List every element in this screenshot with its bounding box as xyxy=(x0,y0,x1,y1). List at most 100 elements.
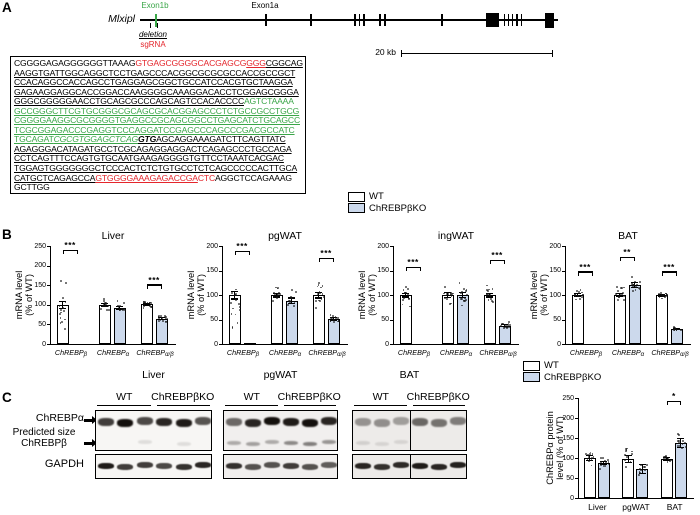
data-point xyxy=(633,284,636,287)
data-point xyxy=(581,294,584,296)
sequence-segment: TGGAGTGGGGGGGCTCCCACTCTCTGTGCCTCTCAGCCCC… xyxy=(14,163,298,174)
sequence-segment: CGGGGAGAGGGGGGTTAAAG xyxy=(14,58,136,68)
data-point xyxy=(591,453,594,455)
bar-ko xyxy=(670,329,683,344)
data-point xyxy=(61,297,64,300)
y-tick-label: 0 xyxy=(570,494,574,502)
data-point xyxy=(321,285,324,287)
data-point xyxy=(622,292,625,294)
y-tick xyxy=(574,418,578,420)
data-point xyxy=(163,314,166,317)
sig-stars: * xyxy=(671,391,676,402)
alpha-arrow-icon xyxy=(84,416,97,424)
data-point xyxy=(635,283,638,286)
error-bar xyxy=(603,460,605,465)
data-point xyxy=(464,298,467,301)
data-point xyxy=(234,293,236,296)
x-category-label: Liver xyxy=(588,502,607,512)
data-point xyxy=(446,293,449,296)
data-point xyxy=(578,291,581,293)
data-point xyxy=(157,319,160,322)
bar-ko xyxy=(674,443,687,498)
data-point xyxy=(660,291,663,294)
error-bar xyxy=(462,292,464,298)
data-point xyxy=(664,455,667,458)
sig-bracket xyxy=(661,271,663,276)
error-cap xyxy=(677,447,685,449)
sig-bracket xyxy=(146,284,162,286)
data-point xyxy=(63,309,66,312)
y-tick-label: 50 xyxy=(210,316,218,323)
y-tick xyxy=(574,398,578,400)
x-axis-line xyxy=(50,344,176,346)
y-axis-line xyxy=(578,398,580,499)
sig-bracket xyxy=(62,249,64,255)
data-point xyxy=(629,461,632,464)
blot-chrebp-alpha xyxy=(223,410,338,451)
bar-wt xyxy=(622,458,635,498)
error-cap xyxy=(315,297,323,299)
data-point xyxy=(121,308,123,311)
data-point xyxy=(574,295,577,298)
y-tick xyxy=(561,319,565,321)
data-point xyxy=(485,292,488,295)
data-point xyxy=(632,283,634,286)
ko-swatch-icon xyxy=(348,203,365,214)
error-bar xyxy=(276,292,278,298)
band-beta xyxy=(264,440,279,444)
sig-bracket xyxy=(160,284,162,289)
y-tick-label: 250 xyxy=(34,242,46,250)
data-point xyxy=(607,458,610,461)
data-point xyxy=(315,306,318,309)
band-beta xyxy=(176,442,191,446)
y-tick-label: 100 xyxy=(206,291,218,299)
sig-bracket xyxy=(577,271,579,276)
data-point xyxy=(445,297,448,300)
error-bar xyxy=(627,454,629,463)
data-point xyxy=(236,322,239,325)
bar-ko xyxy=(113,307,126,344)
data-point xyxy=(234,292,237,295)
sequence-line: GGGCGGGGGAACCTGCAGCGCCCAGCAGTCCACACCCCAG… xyxy=(14,96,302,107)
error-cap xyxy=(231,298,239,300)
tissue-title: BAT xyxy=(399,369,420,381)
sig-bracket xyxy=(577,271,593,273)
sig-bracket xyxy=(619,256,635,258)
band-beta xyxy=(355,441,370,445)
sequence-segment: TGCAGAT xyxy=(14,134,54,145)
data-point xyxy=(146,302,149,304)
data-point xyxy=(660,293,663,296)
data-point xyxy=(158,315,161,317)
y-axis-line xyxy=(393,246,395,345)
data-point xyxy=(330,317,332,319)
sig-bracket xyxy=(332,257,334,263)
data-point xyxy=(667,458,670,461)
y-tick-label: 200 xyxy=(562,414,574,422)
y-tick xyxy=(218,344,222,346)
chart-title: Liver xyxy=(101,230,125,242)
band-alpha xyxy=(97,418,114,426)
data-point xyxy=(290,298,293,301)
deletion-tick-right xyxy=(156,23,158,28)
data-point xyxy=(275,286,278,289)
band-alpha xyxy=(136,417,153,425)
data-point xyxy=(662,294,665,297)
data-point xyxy=(407,293,409,296)
data-point xyxy=(318,282,321,285)
data-point xyxy=(599,464,602,466)
data-point xyxy=(232,307,235,310)
data-point xyxy=(678,442,680,445)
data-point xyxy=(100,308,102,311)
sig-bracket xyxy=(675,271,677,276)
data-point xyxy=(165,318,168,321)
error-cap xyxy=(624,454,632,456)
band-gapdh xyxy=(392,462,409,468)
y-tick xyxy=(218,270,222,272)
x-category-label: BAT xyxy=(666,502,683,512)
legend-wt-label: WT xyxy=(544,360,559,372)
data-point xyxy=(445,294,448,297)
data-point xyxy=(276,293,279,296)
